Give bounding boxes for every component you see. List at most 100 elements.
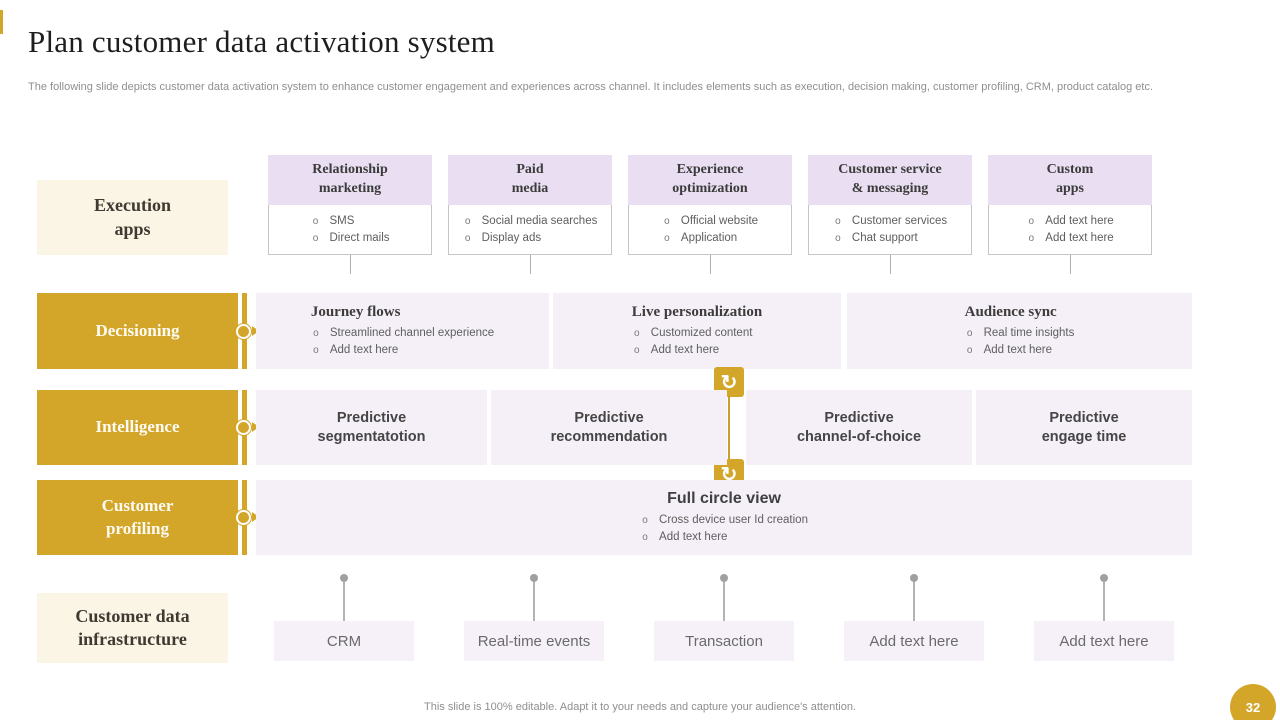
connector-arrow-icon [252,512,259,522]
bullet-marker: o [464,215,471,227]
box-title: Customer service& messaging [808,155,972,205]
panel-title: Journey flows [310,303,401,320]
bullet-marker: o [634,327,640,339]
infrastructure-box: CRM [274,621,414,661]
connector-dot-icon [236,324,251,339]
bullet-marker: o [966,327,973,339]
bullet-marker: o [1028,215,1035,227]
connector-dot-icon [236,420,251,435]
connector-line [1070,255,1071,274]
connector-line [723,582,725,632]
page-number-badge: 32 [1230,684,1276,720]
bullet-marker: o [1028,232,1035,244]
row-label-customer-data-infrastructure: Customer data infrastructure [37,593,228,663]
connector-dot-icon [236,510,251,525]
connector-dot-icon [1100,574,1108,582]
bullet-marker: o [642,514,648,526]
infrastructure-box: Add text here [1034,621,1174,661]
connector-line [710,255,711,274]
footer-note: This slide is 100% editable. Adapt it to… [424,701,856,713]
connector-dot-icon [340,574,348,582]
bullet-marker: o [312,232,319,244]
panel-title: Full circle view [667,489,781,507]
connector-line [350,255,351,274]
slide-description: The following slide depicts customer dat… [28,81,1154,93]
row-label-customer-profiling: Customer profiling [37,480,238,555]
connector-arrow-icon [252,422,259,432]
connector-dot-icon [720,574,728,582]
connector-line [343,582,345,632]
bullet-marker: o [313,344,319,356]
connector-arrow-icon [252,326,259,336]
bullet-marker: o [634,344,640,356]
bullet-marker: o [642,531,648,543]
bullet-marker: o [464,232,471,244]
panel-title: Live personalization [631,303,763,320]
connector-line [890,255,891,274]
connector-dot-icon [530,574,538,582]
bullet-marker: o [664,232,670,244]
connector-line [728,396,730,460]
connector-line [1103,582,1105,632]
gold-accent-bar [0,10,3,34]
bullet-marker: o [312,215,319,227]
row-label-execution-apps: Execution apps [37,180,228,255]
page-title: Plan customer data activation system [28,24,495,59]
infrastructure-box: Transaction [654,621,794,661]
sync-icon: ↻ [714,367,744,397]
connector-dot-icon [910,574,918,582]
row-label-decisioning: Decisioning [37,293,238,369]
infrastructure-box: Add text here [844,621,984,661]
bullet-marker: o [835,215,841,227]
connector-line [913,582,915,632]
bullet-marker: o [664,215,670,227]
panel-title: Audience sync [964,303,1057,320]
row-label-intelligence: Intelligence [37,390,238,465]
infrastructure-box: Real-time events [464,621,604,661]
bullet-marker: o [313,327,319,339]
bullet-marker: o [835,232,841,244]
connector-line [533,582,535,632]
bullet-marker: o [966,344,973,356]
